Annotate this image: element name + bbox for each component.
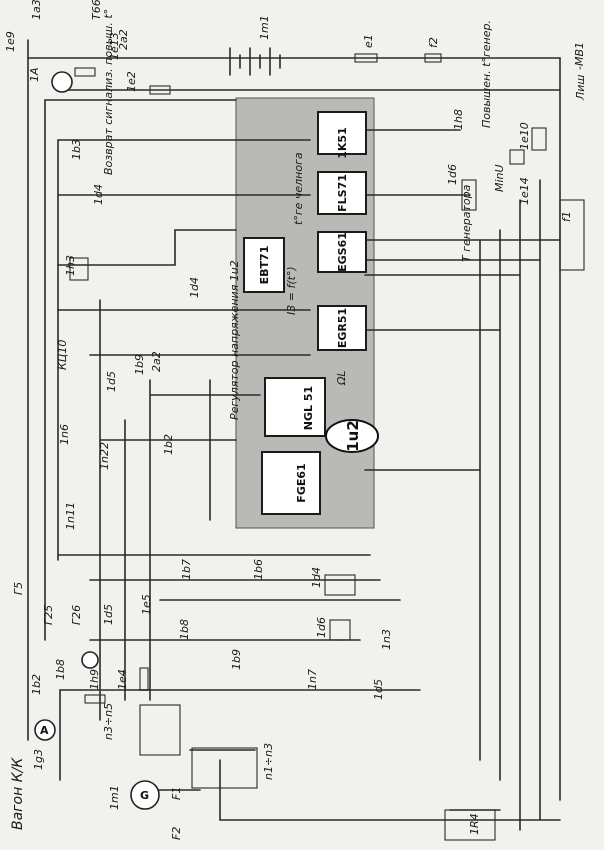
- label-1d5-a: 1d5: [105, 371, 118, 392]
- block-FLS71: [317, 171, 367, 215]
- label-1n3: 1n3: [380, 629, 393, 650]
- block-NGL51: [264, 377, 326, 437]
- current-label: I3 = f(t°): [285, 266, 298, 315]
- label-1d6-b: 1d6: [315, 617, 328, 638]
- label-1e5: 1e5: [140, 594, 153, 615]
- block-label-NGL51: NGL 51: [302, 386, 315, 430]
- label-1m1-bottom: 1m1: [108, 785, 121, 810]
- block-label-EGS61: EGS61: [336, 232, 349, 272]
- label-F2: F2: [170, 827, 183, 840]
- label-1d4-c: 1d4: [310, 567, 323, 588]
- label-f1: f1: [560, 211, 573, 222]
- label-KC10: КЦ10: [56, 340, 69, 370]
- block-EGS61: [317, 231, 367, 273]
- label-1g3: 1g3: [32, 749, 45, 770]
- label-1e10: 1e10: [518, 122, 531, 150]
- label-1A: 1A: [28, 67, 41, 82]
- block-label-FGE61: FGE61: [295, 463, 308, 502]
- label-1d4-a: 1d4: [92, 184, 105, 205]
- oil-temp-label: t°ге челнога: [292, 152, 305, 225]
- unit-label: 1u2: [344, 420, 362, 452]
- label-1n7: 1n7: [306, 669, 319, 690]
- label-ammeter: A: [40, 724, 49, 737]
- overheat-signal-note: Возврат сигнализ. повыш. t°: [102, 9, 115, 175]
- label-1b7: 1b7: [180, 559, 193, 580]
- label-1R4: 1R4: [468, 813, 481, 835]
- dl-label: ΩL: [335, 370, 348, 386]
- label-1d4-b: 1d4: [188, 277, 201, 298]
- mb1-label: -MB1: [573, 42, 586, 70]
- label-1b8-b: 1b8: [54, 659, 67, 680]
- wiring: [27, 39, 585, 841]
- label-2a2-top: 2a2: [117, 29, 130, 50]
- label-1b2-a: 1b2: [162, 434, 175, 455]
- label-1e4: 1e4: [116, 669, 129, 690]
- label-1e2: 1e2: [125, 71, 138, 92]
- label-1a3: 1a3: [30, 0, 43, 20]
- block-label-1K51: 1K51: [336, 127, 349, 159]
- car-label: Вагон К/К: [10, 757, 26, 830]
- gen-temp-rise-note: Повышен. t°генер.: [480, 20, 493, 128]
- label-1m1-top: 1m1: [258, 15, 271, 40]
- component-labels: 1e9 1a3 T66 1e13 2a2 1e2 1m1 e1 f2 1A 1b…: [4, 0, 573, 840]
- label-T66: T66: [90, 0, 103, 20]
- min-u-note: MinU: [493, 164, 506, 192]
- label-1d5-b: 1d5: [102, 604, 115, 625]
- label-G26: Г26: [70, 605, 83, 625]
- label-1b8-a: 1b8: [178, 619, 191, 640]
- label-1e9: 1e9: [4, 31, 17, 52]
- gen-label-note: Т генератора: [460, 184, 473, 262]
- label-f2: f2: [427, 37, 440, 48]
- unit-1u2-oval: [325, 419, 379, 453]
- label-1n6: 1n6: [58, 424, 71, 445]
- label-F1: F1: [170, 787, 183, 800]
- label-1b2-b: 1b2: [30, 674, 43, 695]
- label-1e13: 1e13: [108, 32, 121, 60]
- label-1n11: 1n11: [64, 502, 77, 530]
- regulator-label: Регулятор напряжения 1u2: [228, 260, 241, 420]
- label-1b6: 1b6: [252, 559, 265, 580]
- label-1b9-b: 1b9: [230, 649, 243, 670]
- label-1h8: 1h8: [452, 109, 465, 130]
- label-1d5-c: 1d5: [372, 679, 385, 700]
- label-G25: Г25: [42, 605, 55, 625]
- label-1b9-a: 1b9: [133, 354, 146, 375]
- block-EBT71: [243, 237, 285, 293]
- label-1e14: 1e14: [518, 177, 531, 205]
- label-n1-n3: n1÷n3: [262, 743, 275, 780]
- label-G5: Г5: [12, 582, 25, 595]
- label-1h3: 1h3: [64, 255, 77, 276]
- label-1h9: 1h9: [88, 669, 101, 690]
- label-2a2-mid: 2a2: [150, 351, 163, 372]
- block-label-FLS71: FLS71: [336, 174, 349, 212]
- block-1K51: [317, 111, 367, 155]
- label-generator: G: [140, 789, 149, 802]
- label-1d6: 1d6: [446, 164, 459, 185]
- block-label-EGR51: EGR51: [336, 308, 349, 348]
- label-1n22: 1n22: [98, 442, 111, 470]
- block-label-EBT71: EBT71: [258, 246, 271, 285]
- block-EGR51: [317, 305, 367, 351]
- label-1b3: 1b3: [70, 139, 83, 160]
- label-n3-n5: n3÷n5: [102, 703, 115, 740]
- label-e1: e1: [362, 34, 375, 48]
- signature: Лиш: [574, 75, 587, 102]
- block-FGE61: [261, 451, 321, 515]
